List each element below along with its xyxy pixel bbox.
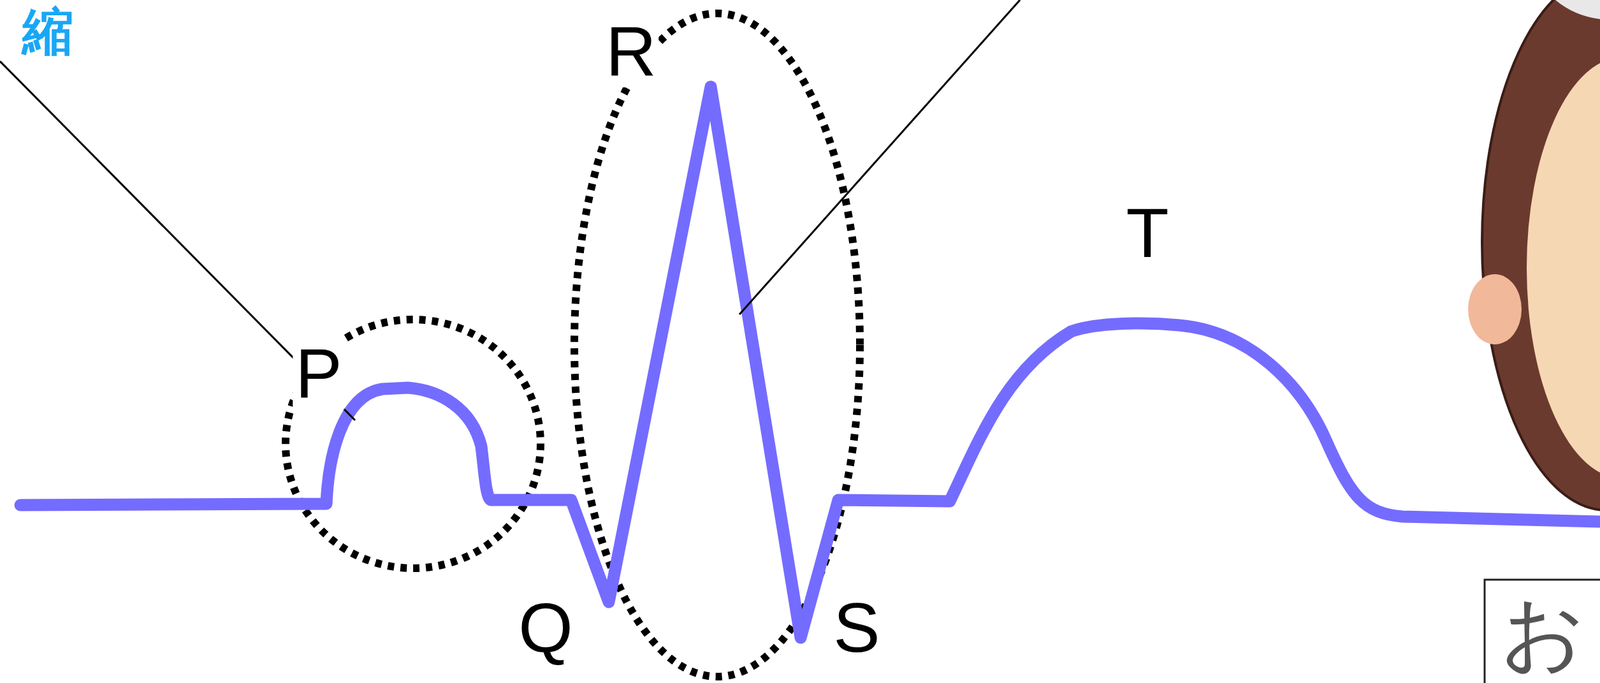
leader-line bbox=[0, 61, 356, 421]
wave-letter: R bbox=[603, 14, 659, 88]
wave-letter: P bbox=[292, 336, 345, 410]
wave-letter: S bbox=[830, 590, 883, 664]
wave-letter: Q bbox=[515, 590, 576, 664]
p-wave-circle bbox=[285, 319, 541, 568]
note-box bbox=[1484, 579, 1600, 683]
cartoon-face bbox=[1468, 0, 1600, 510]
caption-fragment: 縮 bbox=[19, 5, 76, 59]
note-text: お bbox=[1498, 589, 1588, 676]
ecg-waveform bbox=[20, 86, 1600, 638]
leader-line bbox=[739, 0, 1020, 315]
wave-letter: T bbox=[1123, 196, 1171, 270]
